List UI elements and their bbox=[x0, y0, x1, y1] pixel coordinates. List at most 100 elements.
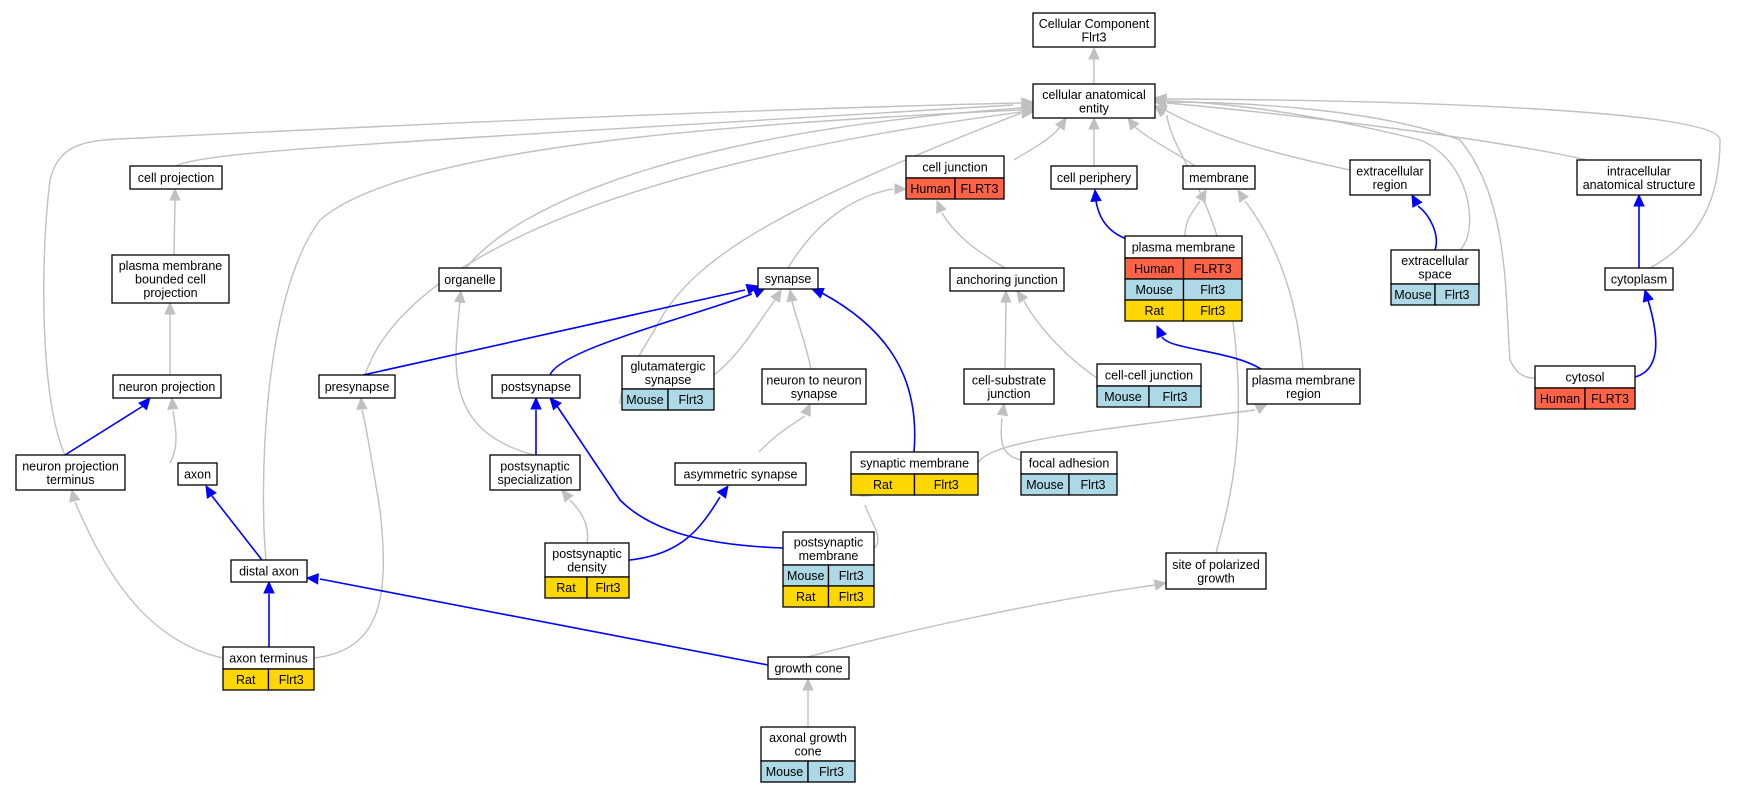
node-label: plasma membrane bbox=[1132, 241, 1236, 255]
node-box bbox=[1576, 159, 1702, 196]
part-of-edge-arrowhead bbox=[205, 484, 217, 499]
gene-cell bbox=[954, 177, 1005, 200]
is-a-edge bbox=[977, 409, 1256, 464]
node-label: cell junction bbox=[922, 161, 987, 175]
edge-layer bbox=[43, 46, 1721, 727]
part-of-edge bbox=[319, 578, 769, 666]
is-a-edge bbox=[364, 111, 1022, 376]
species-label: Mouse bbox=[766, 765, 804, 779]
is-a-edge bbox=[1166, 98, 1721, 269]
node-label: region bbox=[1286, 387, 1321, 401]
node-box bbox=[767, 656, 850, 680]
part-of-edge-arrowhead bbox=[263, 580, 275, 594]
node-axon[interactable]: axon bbox=[177, 462, 218, 486]
node-label: site of polarized bbox=[1172, 558, 1260, 572]
is-a-edge-arrowhead bbox=[800, 402, 811, 417]
node-label: projection bbox=[143, 286, 197, 300]
part-of-edge bbox=[211, 495, 263, 561]
is-a-edge bbox=[43, 102, 1022, 456]
node-label: focal adhesion bbox=[1029, 457, 1110, 471]
species-label: Human bbox=[1134, 262, 1174, 276]
is-a-edge-arrowhead bbox=[169, 187, 181, 201]
is-a-edge bbox=[1013, 126, 1061, 161]
node-label: space bbox=[1418, 267, 1451, 281]
is-a-edge-arrowhead bbox=[936, 199, 947, 214]
is-a-edge-arrowhead bbox=[453, 289, 466, 304]
part-of-edge bbox=[1417, 205, 1437, 251]
node-synapse[interactable]: synapse bbox=[757, 267, 819, 290]
node-label: specialization bbox=[497, 473, 572, 487]
is-a-edge-arrowhead bbox=[1127, 117, 1140, 131]
node-neuproj[interactable]: neuron projection bbox=[112, 374, 222, 399]
node-cellper[interactable]: cell periphery bbox=[1050, 165, 1138, 190]
node-organelle[interactable]: organelle bbox=[438, 267, 502, 292]
node-label: cytosol bbox=[1566, 371, 1605, 385]
node-label: postsynaptic bbox=[794, 535, 863, 549]
node-asym[interactable]: asymmetric synapse bbox=[674, 462, 807, 486]
node-postsyn[interactable]: postsynapse bbox=[491, 374, 581, 399]
gene-cell bbox=[1434, 283, 1480, 306]
node-label: axonal growth bbox=[769, 731, 847, 745]
node-cellproj[interactable]: cell projection bbox=[129, 165, 223, 190]
node-cytoplasm[interactable]: cytoplasm bbox=[1604, 267, 1674, 291]
node-label: presynapse bbox=[325, 380, 390, 394]
gene-cell bbox=[1068, 473, 1118, 496]
node-box bbox=[1182, 165, 1256, 190]
node-label: plasma membrane bbox=[119, 259, 223, 273]
node-label: anchoring junction bbox=[956, 273, 1058, 287]
node-label: bounded cell bbox=[135, 273, 206, 287]
node-label: distal axon bbox=[239, 565, 299, 579]
is-a-edge bbox=[313, 409, 385, 659]
is-a-edge bbox=[791, 300, 812, 370]
node-presyn[interactable]: presynapse bbox=[318, 374, 396, 399]
node-box bbox=[1032, 12, 1156, 48]
node-box bbox=[1050, 165, 1138, 190]
is-a-edge-arrowhead bbox=[69, 488, 81, 503]
species-label: Mouse bbox=[1135, 283, 1173, 297]
gene-label: FLRT3 bbox=[961, 182, 999, 196]
species-label: Mouse bbox=[1026, 478, 1064, 492]
gene-label: FLRT3 bbox=[1194, 262, 1232, 276]
node-anchor[interactable]: anchoring junction bbox=[949, 267, 1065, 292]
node-box bbox=[129, 165, 223, 190]
node-label: cone bbox=[794, 744, 821, 758]
node-distal[interactable]: distal axon bbox=[230, 559, 308, 583]
gene-cell bbox=[586, 576, 630, 599]
is-a-edge bbox=[262, 109, 1022, 561]
node-membrane[interactable]: membrane bbox=[1182, 165, 1256, 190]
species-label: Rat bbox=[796, 590, 816, 604]
node-label: organelle bbox=[444, 273, 495, 287]
is-a-edge bbox=[175, 104, 1014, 167]
node-label: terminus bbox=[47, 473, 95, 487]
node-box bbox=[111, 254, 230, 304]
node-box bbox=[674, 462, 807, 486]
species-label: Mouse bbox=[787, 569, 825, 583]
node-gcone[interactable]: growth cone bbox=[767, 656, 850, 680]
is-a-edge-arrowhead bbox=[1021, 97, 1035, 109]
